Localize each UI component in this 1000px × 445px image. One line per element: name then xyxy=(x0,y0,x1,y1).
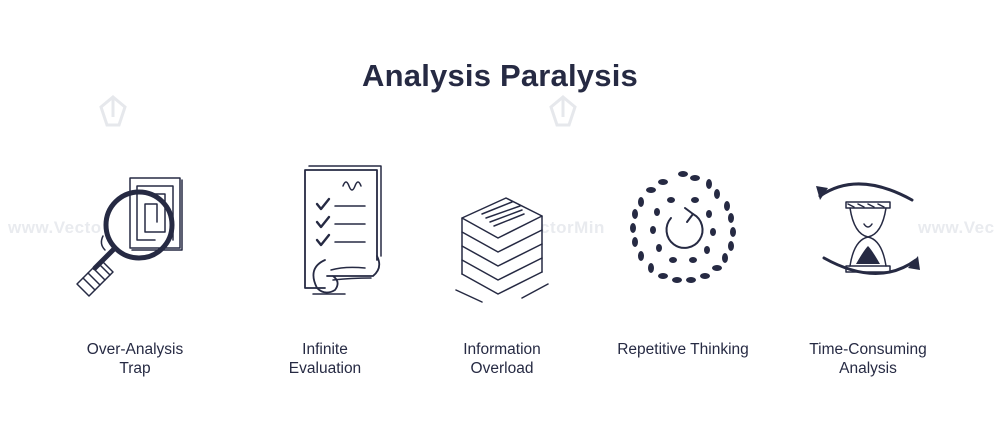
page-title: Analysis Paralysis xyxy=(362,58,638,93)
item-label: Over-Analysis Trap xyxy=(50,340,220,378)
hourglass-cycle-icon xyxy=(816,182,920,275)
watermark-right: www.Vec xyxy=(918,218,995,237)
watermark-left: www.Vecto xyxy=(8,218,102,237)
item-label-line2: Evaluation xyxy=(288,360,362,377)
checklist-scroll-icon xyxy=(304,165,382,295)
item-label: Repetitive Thinking xyxy=(598,340,768,359)
watermark-logo-icon xyxy=(549,95,577,127)
item-label-line1: Repetitive Thinking xyxy=(617,341,749,358)
magnifier-maze-icon xyxy=(76,177,183,297)
item-label: Information Overload xyxy=(417,340,587,378)
item-label-line2: Overload xyxy=(470,360,534,377)
paper-stack-icon xyxy=(455,197,549,303)
item-label: Infinite Evaluation xyxy=(240,340,410,378)
item-label-line2: Trap xyxy=(119,360,151,377)
item-label-line1: Over-Analysis xyxy=(86,341,184,358)
item-label-line1: Time-Consuming xyxy=(809,341,927,358)
item-label-line1: Infinite xyxy=(302,341,348,358)
item-label-line2: Analysis xyxy=(839,360,897,377)
footprints-circle-icon xyxy=(630,171,736,283)
watermark-logo-icon xyxy=(99,95,127,127)
item-label-line1: Information xyxy=(463,341,541,358)
item-label: Time-Consuming Analysis xyxy=(783,340,953,378)
watermark-mid: ctorMin xyxy=(540,218,605,237)
